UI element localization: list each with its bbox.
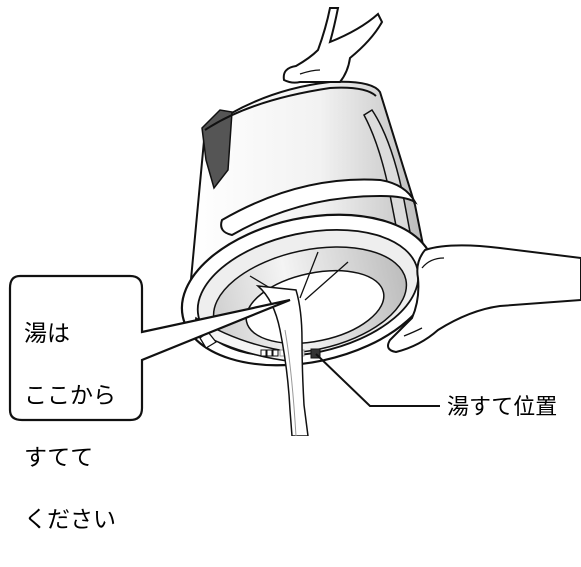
carry-handle xyxy=(220,178,418,237)
callout-line: すてて xyxy=(24,445,94,471)
callout-text: 湯は ここから すてて ください xyxy=(24,288,136,567)
pot-pour-diagram xyxy=(8,7,581,437)
top-hand xyxy=(282,7,384,84)
label-leader-line xyxy=(315,353,440,407)
bottom-hand xyxy=(387,244,581,354)
callout-line: 湯は xyxy=(24,321,70,347)
callout-line: ここから xyxy=(24,383,116,409)
illustration: 湯は ここから すてて ください 湯すて位置 xyxy=(8,7,581,533)
pour-position-label: 湯すて位置 xyxy=(447,395,558,420)
callout-box xyxy=(8,274,291,422)
callout-line: ください xyxy=(24,507,116,533)
